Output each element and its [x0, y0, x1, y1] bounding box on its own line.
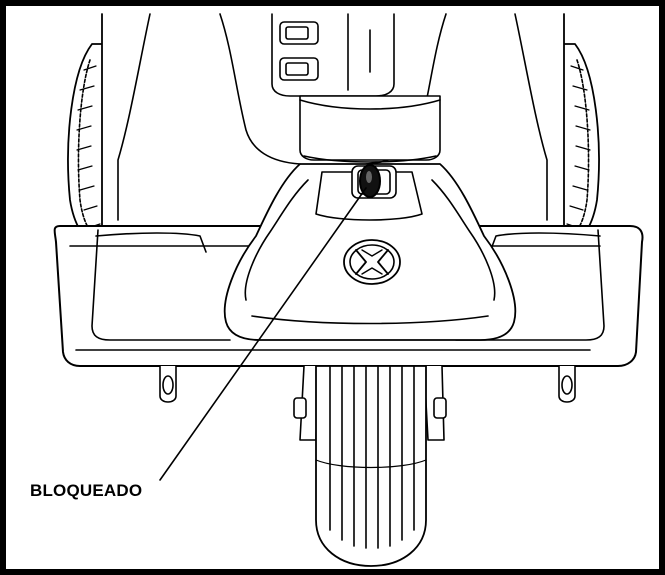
wheel-fork [293, 365, 447, 441]
callout-leader-line [159, 187, 367, 481]
rear-wheel [315, 365, 427, 567]
emblem-logo [343, 239, 401, 285]
callout-label: BLOQUEADO [30, 481, 143, 500]
right-anti-tip-loop [558, 365, 576, 403]
scooter-illustration [53, 13, 644, 567]
right-rear-tire [562, 43, 600, 247]
left-rear-tire [67, 43, 105, 247]
seat-column [271, 13, 441, 163]
left-anti-tip-loop [159, 365, 177, 403]
